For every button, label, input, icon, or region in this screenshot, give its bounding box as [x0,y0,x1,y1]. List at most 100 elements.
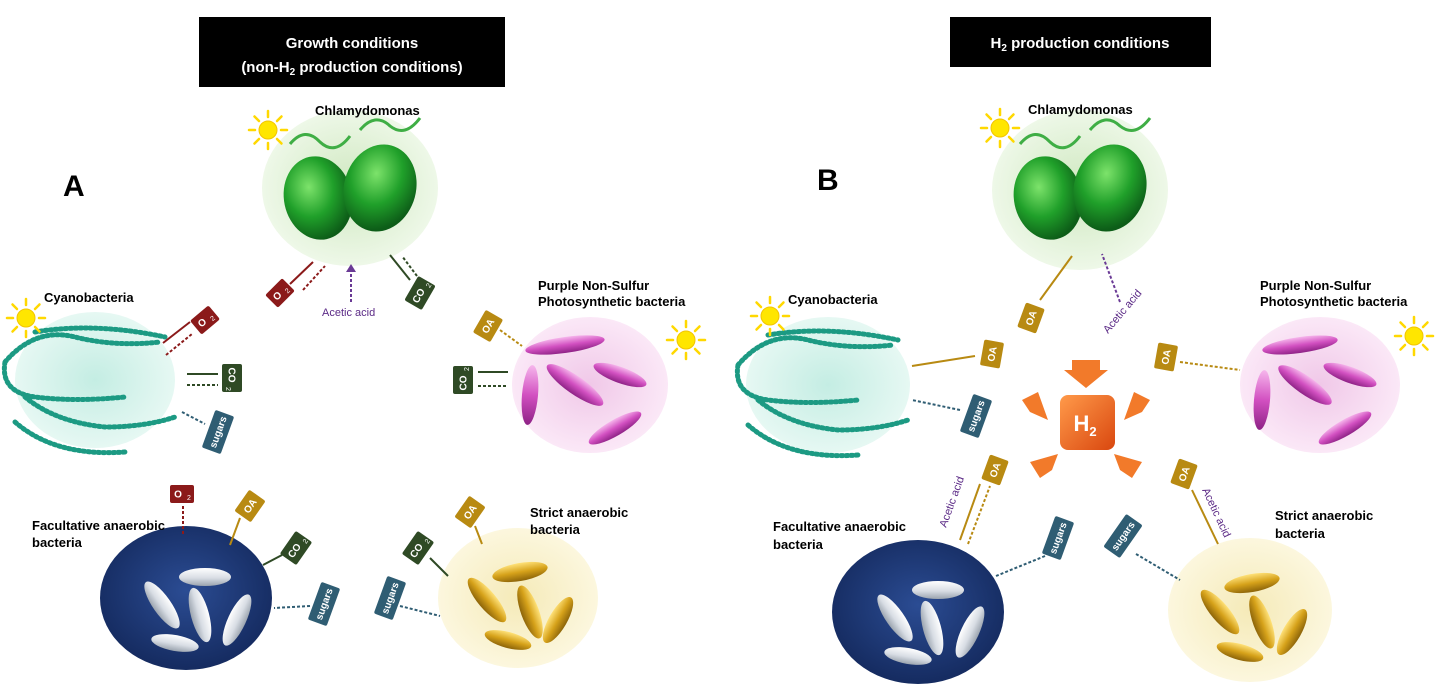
o2-tag: O 2 [265,278,295,308]
strict-label-b-line1: Strict anaerobic [1275,508,1373,523]
h2-arrow-left-bottom [1030,454,1058,478]
chlamy-o2-exchange-a [289,261,326,291]
o2-tag: O 2 [170,485,194,503]
h2-arrow-right-bottom [1114,454,1142,478]
panel-b-letter: B [817,164,839,197]
sun-icon [979,107,1021,149]
facultative-sugars-arrow-a [273,605,311,609]
strict-bacteria-cells-b [1200,572,1308,662]
strict-sugars-arrow-a [399,605,441,617]
facultative-label-a-line2: bacteria [32,535,83,550]
oa-tag: OA [1017,302,1045,334]
svg-text:CO: CO [226,368,237,383]
chlamy-acetic-label-b: Acetic acid [1101,287,1144,335]
cyano-o2-in-arrow-a [165,333,193,356]
chlamydomonas-label-b: Chlamydomonas [1028,102,1133,117]
panel-a-header-line2: (non-H2 production conditions) [241,59,462,78]
strict-oa-arrow-b [1191,489,1219,545]
oa-tag: OA [455,496,485,528]
svg-text:OA: OA [1177,465,1192,483]
facultative-bacteria-cells-b [877,581,985,665]
facultative-label-b-line2: bacteria [773,537,824,552]
purple-oa-arrow-a [499,329,523,347]
strict-bacteria-cells-a [467,561,574,650]
co2-tag: CO 2 [222,364,242,392]
chlamydomonas-label-a: Chlamydomonas [315,103,420,118]
purple-label-b-line1: Purple Non-Sulfur [1260,278,1371,293]
strict-sugars-arrow-b [1135,553,1181,581]
oa-tag: OA [473,310,503,342]
facultative-sugars-arrow-b [995,555,1046,577]
chlamy-acetic-arrow-b [1101,253,1121,303]
h2-arrow-right-top [1124,392,1150,420]
svg-text:OA: OA [986,346,999,363]
svg-text:2: 2 [209,315,217,323]
facultative-acetic-label-b: Acetic acid [938,475,967,529]
panel-a-letter: A [63,170,85,203]
svg-text:CO: CO [459,375,470,390]
sugars-tag: sugars [308,582,340,626]
panel-b: B H2 production conditions Chlamydomonas… [737,17,1435,684]
h2-label: H2 [1073,411,1096,439]
panel-b-header-box [950,17,1211,67]
acetic-arrowhead-a [346,264,356,272]
strict-label-a-line1: Strict anaerobic [530,505,628,520]
purple-label-a-line1: Purple Non-Sulfur [538,278,649,293]
h2-box [1060,395,1115,450]
sun-icon [5,297,47,339]
svg-text:2: 2 [284,287,292,295]
sugars-tag: sugars [202,410,234,454]
facultative-label-b-line1: Facultative anaerobic [773,519,906,534]
svg-text:OA: OA [1024,309,1039,327]
oa-tag: OA [1170,458,1198,490]
facultative-co2-arrow-a [262,554,283,566]
cyanobacteria-label-a: Cyanobacteria [44,290,134,305]
co2-tag: CO 2 [405,276,435,310]
panel-a: A Growth conditions (non-H2 production c… [4,17,707,670]
purple-bacteria-cells-b [1253,335,1377,445]
svg-text:O: O [174,490,182,501]
panel-a-header-line1: Growth conditions [286,35,419,52]
sugars-tag: sugars [1104,514,1142,558]
purple-bacteria-cells-a [521,335,647,445]
panel-a-header-box [199,17,505,87]
cyanobacteria-label-b: Cyanobacteria [788,292,878,307]
purple-label-a-line2: Photosynthetic bacteria [538,294,686,309]
sun-icon [1393,315,1435,357]
facultative-oa-out-b [959,483,981,541]
facultative-oa-in-b [967,485,991,545]
svg-text:2: 2 [302,538,310,545]
oa-tag: OA [981,454,1009,486]
sun-icon [749,295,791,337]
sugars-tag: sugars [960,394,992,438]
facultative-oa-arrow-a [229,517,241,546]
o2-tag: O 2 [190,306,220,334]
svg-text:OA: OA [988,461,1003,479]
strict-label-b-line2: bacteria [1275,526,1326,541]
h2-hub: H2 [1022,360,1150,478]
oa-tag: OA [235,490,265,522]
cyano-sugars-arrow-b [911,399,961,411]
oa-tag: OA [980,339,1004,369]
cyano-o2-out-arrow-a [162,321,191,344]
strict-acetic-label-b: Acetic acid [1199,486,1232,539]
h2-arrow-left-top [1022,392,1048,420]
chlamy-oa-arrow-b [1039,255,1073,301]
co2-tag: CO 2 [453,366,473,394]
svg-text:2: 2 [424,538,432,545]
strict-label-a-line2: bacteria [530,522,581,537]
svg-text:OA: OA [1160,349,1173,366]
sugars-tag: sugars [374,576,406,620]
strict-oa-arrow-a [474,525,483,545]
facultative-label-a-line1: Facultative anaerobic [32,518,165,533]
cyano-sugars-arrow-a [181,411,206,425]
sun-icon [247,109,289,151]
co2-tag: CO 2 [280,531,312,565]
sun-icon [665,319,707,361]
purple-label-b-line2: Photosynthetic bacteria [1260,294,1408,309]
oa-tag: OA [1154,342,1178,372]
acetic-label-a: Acetic acid [322,307,375,319]
strict-co2-arrow-a [429,557,449,577]
sugars-tag: sugars [1042,516,1074,560]
